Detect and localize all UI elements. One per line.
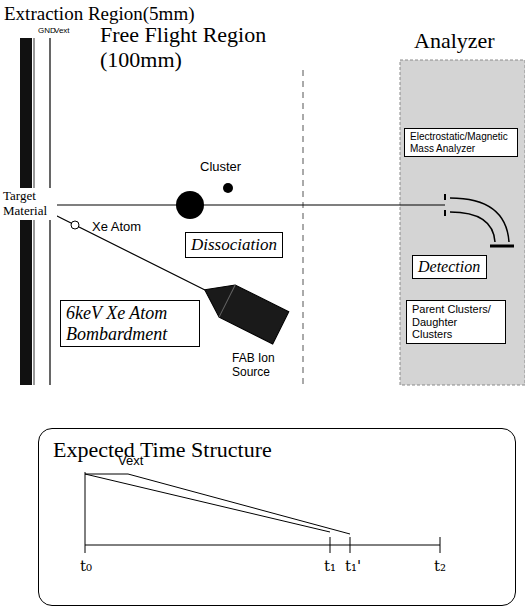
analyzer-region: AnalyzerElectrostatic/Magnetic Mass Anal… xyxy=(400,60,525,385)
time-label: t₁ xyxy=(324,558,336,575)
analyzer-electrode xyxy=(450,198,509,242)
voltage-ramp xyxy=(128,474,350,534)
voltage-ramp xyxy=(85,474,330,532)
xe-atom xyxy=(71,221,79,229)
region-label: Free Flight Region (100mm) xyxy=(100,22,295,73)
region-heading: Analyzer xyxy=(414,28,495,53)
fab-ion-source xyxy=(197,274,289,344)
part-label: Xe Atom xyxy=(92,220,141,235)
process-box: 6keV Xe Atom Bombardment xyxy=(60,300,200,347)
time-axis xyxy=(85,545,440,546)
analyzer-region xyxy=(400,60,525,385)
tick xyxy=(85,472,86,553)
time-label: t₁' xyxy=(345,558,361,575)
daughter-cluster xyxy=(223,183,233,193)
xe-atom-path xyxy=(47,211,205,290)
time-panel: Expected Time Structure xyxy=(38,428,516,606)
time-label: t₀ xyxy=(80,558,92,575)
electrode-label: Vext xyxy=(54,26,70,35)
tick xyxy=(330,537,331,553)
entrance-slit xyxy=(444,194,446,200)
node-text: Detection xyxy=(418,258,481,276)
part-label: Cluster xyxy=(200,160,241,175)
node-text: 6keV Xe Atom Bombardment xyxy=(66,303,194,344)
electrode-label: GND xyxy=(38,26,56,35)
parent-cluster xyxy=(176,191,204,219)
voltage-step xyxy=(85,474,128,475)
source-label: FAB Ion Source xyxy=(232,352,294,380)
time-label: t₂ xyxy=(434,558,446,575)
analyzer-electrode xyxy=(450,212,495,242)
node-text: Electrostatic/Magnetic Mass Analyzer xyxy=(410,131,512,154)
node-text: Dissociation xyxy=(191,235,277,255)
tick xyxy=(440,537,441,553)
entrance-slit xyxy=(444,210,446,216)
detection-box: Detection xyxy=(412,255,487,279)
detector xyxy=(490,245,514,248)
node-text: Parent Clusters/ Daughter Clusters xyxy=(412,303,500,341)
part-label: Target Material xyxy=(1,188,57,220)
analyzer-box: Electrostatic/Magnetic Mass Analyzer xyxy=(404,128,518,157)
region-label: Extraction Region(5mm) xyxy=(4,3,194,25)
signal-label: Vext xyxy=(118,454,143,469)
output-box: Parent Clusters/ Daughter Clusters xyxy=(406,300,506,344)
node-text: FAB Ion Source xyxy=(232,352,294,380)
region-boundary xyxy=(303,70,304,385)
tick xyxy=(350,537,351,553)
cluster-beam xyxy=(49,204,445,205)
process-box: Dissociation xyxy=(185,232,283,258)
